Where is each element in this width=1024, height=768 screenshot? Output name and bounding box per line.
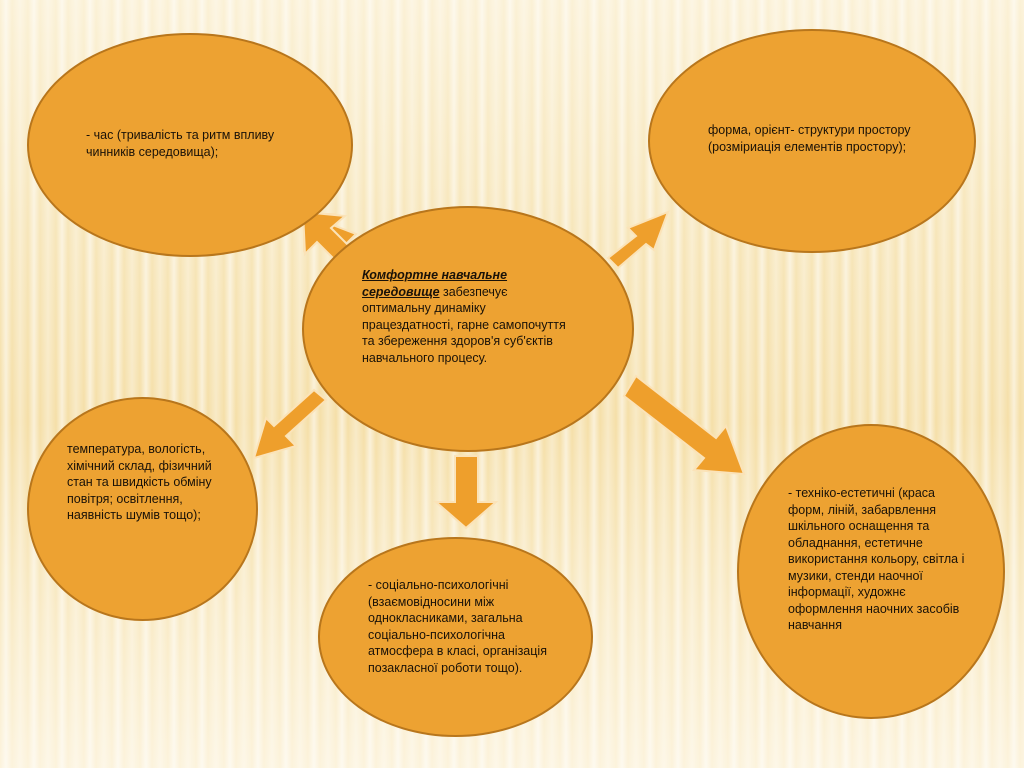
center-emphasis: Комфортне навчальне середовище [362, 268, 508, 299]
bubble-center [302, 206, 634, 452]
bubble-physical-text: температура, вологість, хімічний склад, … [67, 442, 212, 522]
arrow-to-physical [252, 388, 328, 460]
arrow-to-social [433, 455, 499, 530]
center-description: забезпечує оптимальну динаміку працездат… [362, 284, 566, 365]
bubble-social [318, 537, 593, 737]
arrow-to-form [606, 210, 670, 270]
bubble-form-text: форма, орієнт- структури простору (розмі… [708, 123, 911, 154]
bubble-technical-text: - техніко-естетичні (краса форм, ліній, … [788, 486, 965, 632]
bubble-time-text: - час (тривалість та ритм впливу чинникі… [86, 128, 275, 159]
bubble-time [27, 33, 353, 257]
bubble-physical [27, 397, 258, 621]
arrow-to-technical [622, 374, 746, 476]
bubble-form [648, 29, 976, 253]
bubble-center-text: Комфортне навчальне середовище забезпечу… [362, 267, 576, 366]
bubble-technical [737, 424, 1005, 719]
bubble-social-text: - соціально-психологічні (взаємовідносин… [368, 578, 547, 675]
